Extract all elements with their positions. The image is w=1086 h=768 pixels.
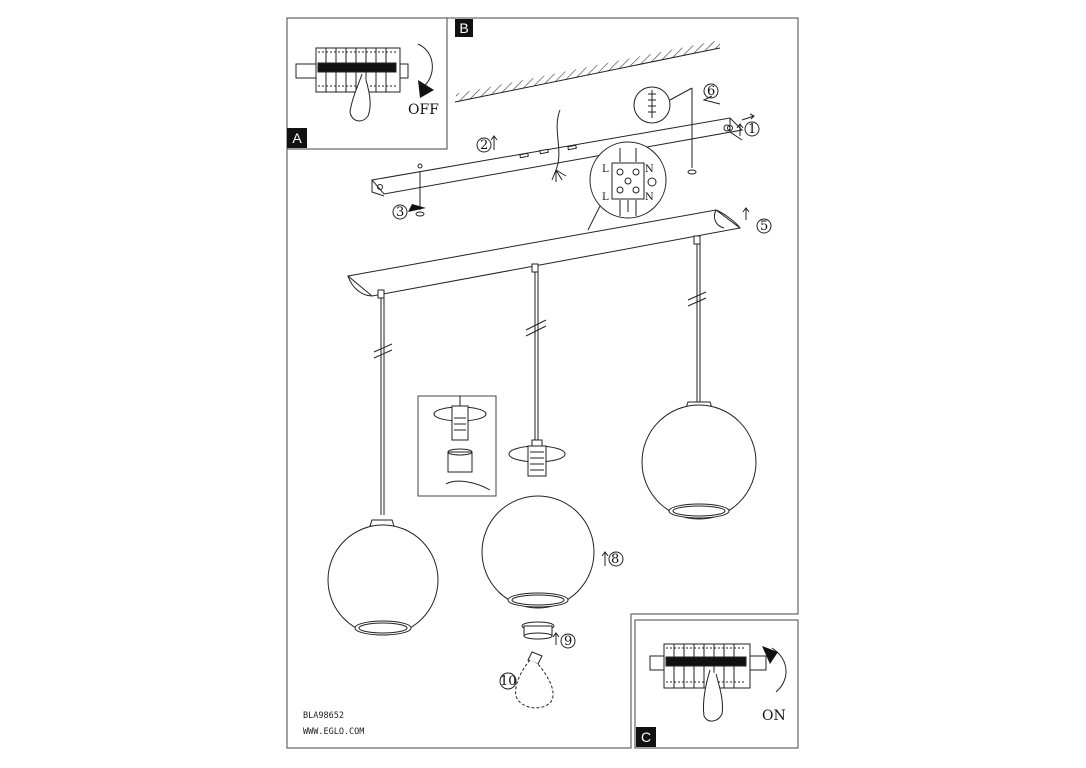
panel-a-letter: A [292, 130, 302, 146]
step-9: 9 [564, 634, 572, 649]
switch-on-label: ON [762, 708, 786, 724]
panel-b: B [286, 17, 799, 749]
fuse-box-breakers-c [663, 643, 751, 689]
socket-inset [417, 395, 497, 497]
wall-plug-icon [633, 86, 693, 140]
rotate-arrow-icon [417, 43, 433, 87]
globe-right [641, 401, 757, 520]
panel-c-letter: C [641, 729, 651, 745]
hand-icon-c [703, 669, 723, 722]
panel-c: C ON [634, 619, 799, 749]
globe-middle [481, 495, 595, 609]
panel-b-badge [455, 19, 473, 37]
switch-off-label: OFF [408, 102, 439, 118]
bracket-screw-icon [723, 124, 731, 132]
screw-left-icon [415, 163, 425, 217]
supply-wires [551, 109, 567, 182]
step-1: 1 [748, 122, 756, 137]
socket-assembly [508, 439, 566, 477]
lamp-ring [521, 621, 555, 640]
pendant-cables [373, 244, 707, 515]
step-10: 10 [500, 674, 517, 689]
step-6: 6 [707, 84, 715, 99]
panel-a: A OFF [286, 17, 448, 150]
terminal-label-n-bottom: N [645, 192, 654, 203]
step-8: 8 [611, 552, 619, 567]
hand-icon [349, 73, 371, 122]
light-bulb-icon [515, 651, 554, 709]
panel-b-letter: B [459, 20, 468, 36]
screw-right-icon [687, 140, 697, 175]
model-number: BLA98652 [303, 711, 344, 721]
step-3: 3 [396, 205, 404, 220]
step-5: 5 [760, 219, 768, 234]
ceiling [454, 40, 721, 103]
canopy [346, 209, 742, 299]
terminal-block-callout: L N L N [587, 141, 667, 231]
terminal-label-l-top: L [602, 164, 609, 175]
step-2: 2 [480, 138, 488, 153]
globe-left [327, 519, 439, 636]
terminal-label-n-top: N [645, 164, 654, 175]
panel-c-badge [636, 727, 656, 747]
panel-a-badge [287, 128, 307, 148]
website-link[interactable]: WWW.EGLO.COM [303, 727, 365, 737]
terminal-label-l-bottom: L [602, 192, 609, 203]
mounting-bracket [371, 117, 744, 197]
